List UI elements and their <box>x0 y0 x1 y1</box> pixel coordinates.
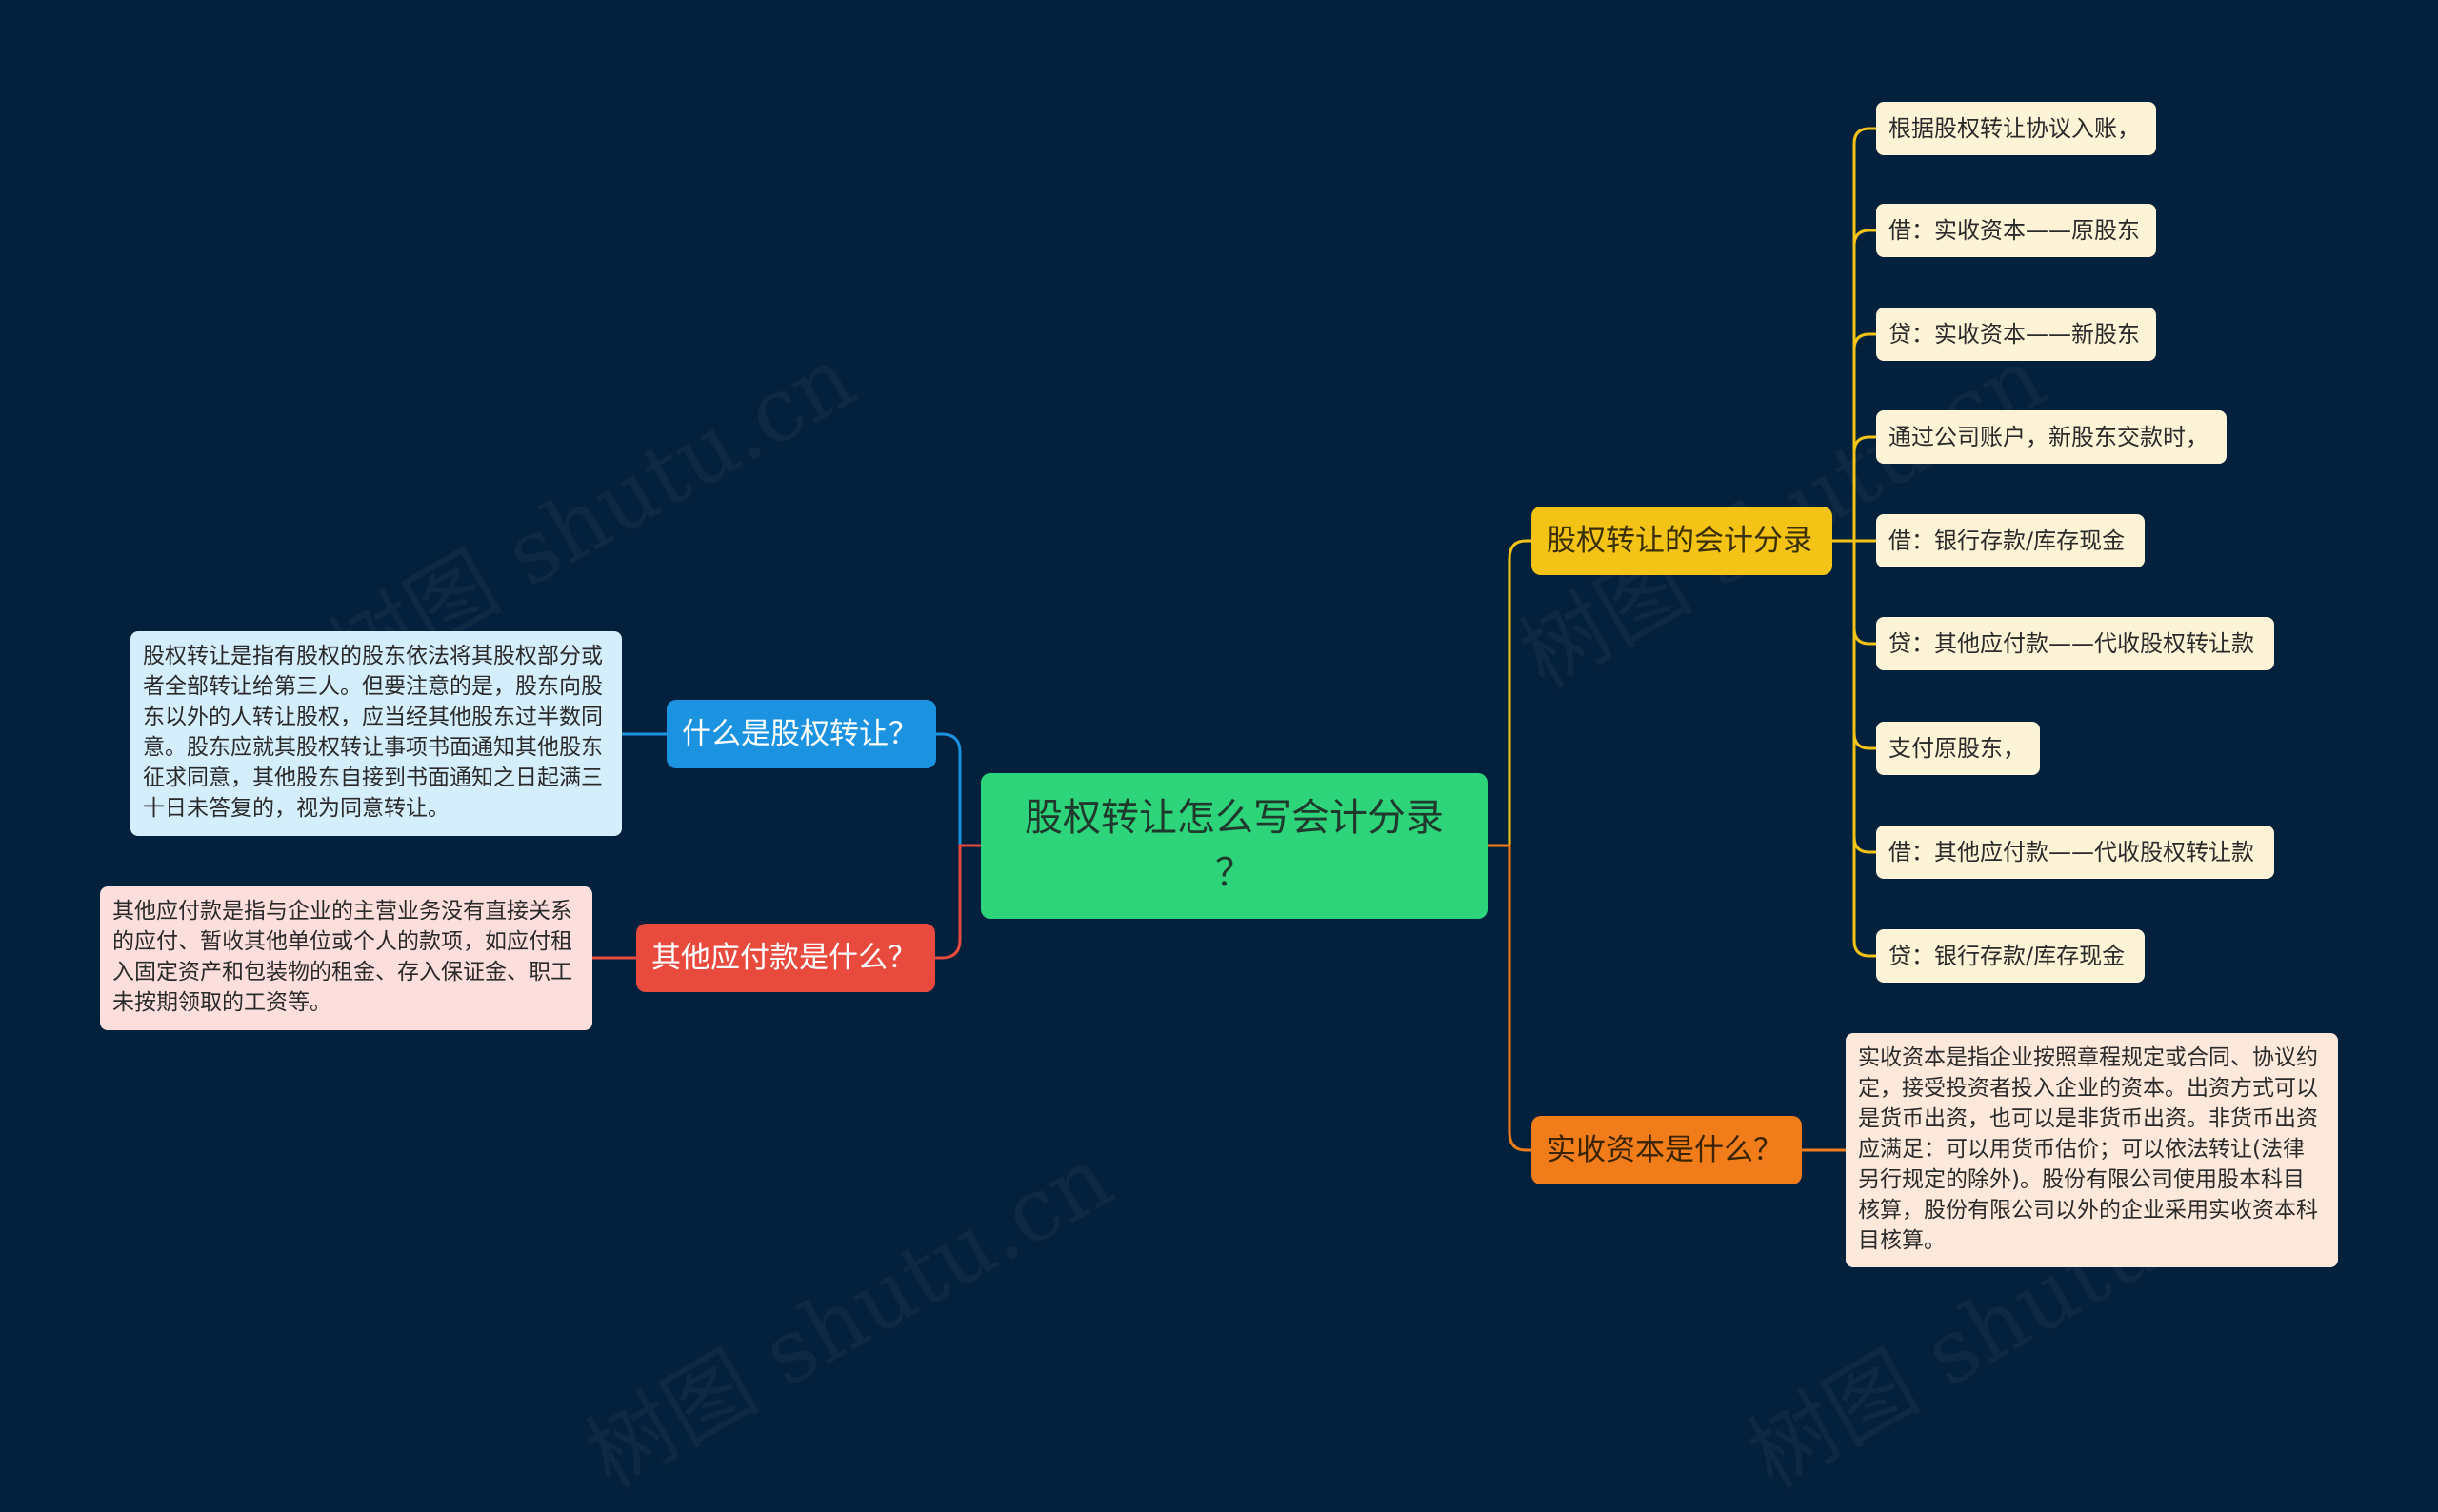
connector-lines <box>592 127 1876 1152</box>
branch-accounting-entries[interactable]: 股权转让的会计分录 <box>1531 507 1832 575</box>
connector-entry-leaves <box>1832 127 1876 958</box>
connector-center-entry <box>1488 539 1531 847</box>
central-topic[interactable]: 股权转让怎么写会计分录 ？ <box>981 773 1488 919</box>
description-equity-transfer[interactable]: 股权转让是指有股权的股东依法将其股权部分或者全部转让给第三人。但要注意的是，股东… <box>130 631 622 836</box>
entry-leaf-4[interactable]: 借：银行存款/库存现金 <box>1876 514 2145 567</box>
entry-leaf-0[interactable]: 根据股权转让协议入账， <box>1876 102 2156 155</box>
connector-entry-leaf-3 <box>1832 435 1876 543</box>
entry-leaf-2[interactable]: 贷：实收资本——新股东 <box>1876 308 2156 361</box>
connector-center-other <box>935 844 981 960</box>
connector-entry-leaf-0 <box>1832 127 1876 543</box>
branch-what-is-other-payables[interactable]: 其他应付款是什么？ <box>636 924 935 992</box>
branch-what-is-paid-in-capital[interactable]: 实收资本是什么？ <box>1531 1116 1802 1184</box>
entry-leaf-8[interactable]: 贷：银行存款/库存现金 <box>1876 929 2145 983</box>
connector-center-what <box>936 732 981 847</box>
connector-entry-leaf-2 <box>1832 332 1876 543</box>
description-other-payables[interactable]: 其他应付款是指与企业的主营业务没有直接关系的应付、暂收其他单位或个人的款项，如应… <box>100 886 592 1030</box>
connector-entry-leaf-1 <box>1832 229 1876 543</box>
connector-center-paid <box>1488 844 1531 1152</box>
entry-leaf-6[interactable]: 支付原股东， <box>1876 722 2040 775</box>
connector-entry-leaf-8 <box>1832 539 1876 958</box>
branch-what-is-equity-transfer[interactable]: 什么是股权转让？ <box>667 700 936 768</box>
entry-leaf-7[interactable]: 借：其他应付款——代收股权转让款 <box>1876 826 2274 879</box>
description-paid-in-capital[interactable]: 实收资本是指企业按照章程规定或合同、协议约定，接受投资者投入企业的资本。出资方式… <box>1846 1033 2338 1267</box>
entry-leaf-5[interactable]: 贷：其他应付款——代收股权转让款 <box>1876 617 2274 670</box>
entry-leaf-3[interactable]: 通过公司账户，新股东交款时， <box>1876 410 2227 464</box>
entry-leaf-1[interactable]: 借：实收资本——原股东 <box>1876 204 2156 257</box>
